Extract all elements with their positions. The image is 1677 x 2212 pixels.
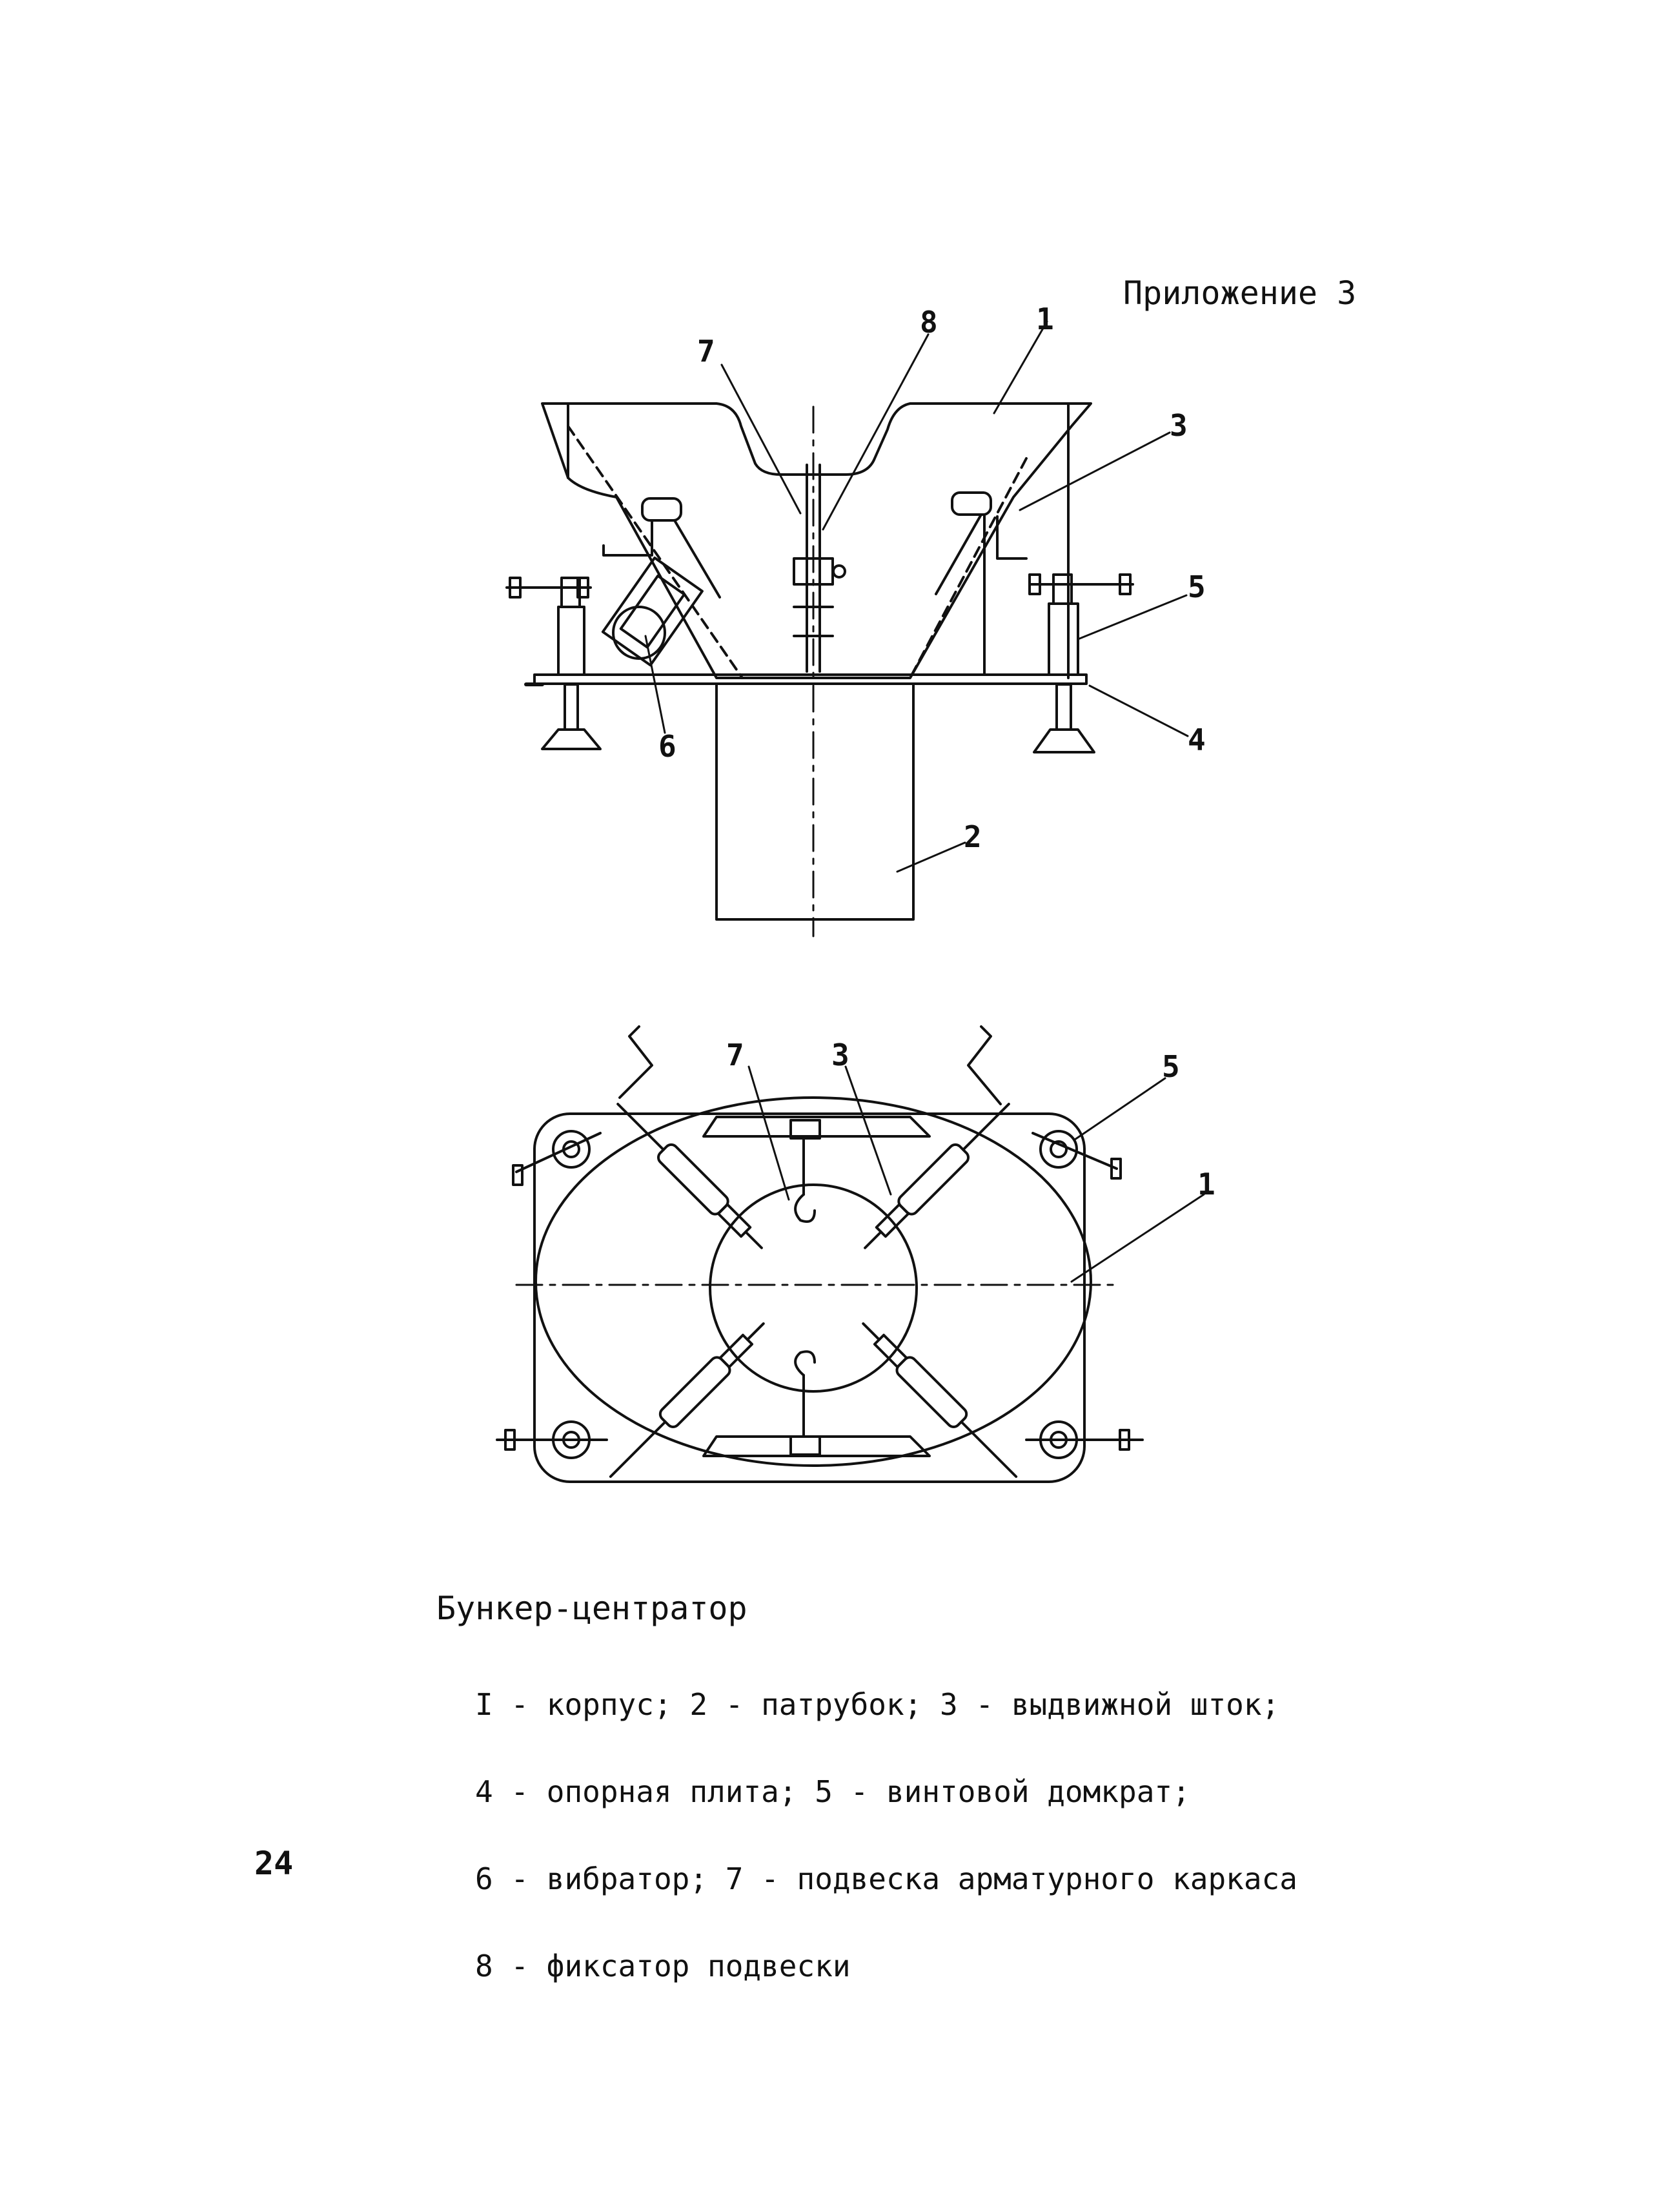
plan-leader-3 [844, 1065, 892, 1196]
rod-top-right [864, 1102, 1010, 1249]
plan-top-flat [702, 1116, 931, 1138]
plan-leader-7 [747, 1065, 790, 1201]
jack-top-left [512, 1130, 602, 1186]
legend-line: I - корпус; 2 - патрубок; 3 - выдвижной … [475, 1687, 1280, 1722]
vibrator-motor [612, 606, 666, 660]
leader-5 [1077, 594, 1188, 640]
leader-8 [822, 333, 930, 531]
crank-top-right [967, 1025, 1002, 1105]
jack-top-right [1032, 1130, 1122, 1180]
side-callout-6: 6 [658, 729, 676, 764]
left-screw-jack [505, 577, 602, 750]
vibrator [601, 556, 704, 667]
hopper-hidden-left [567, 425, 744, 679]
side-callout-2: 2 [964, 819, 982, 854]
hook-top [794, 1193, 816, 1224]
plan-leader-5 [1073, 1077, 1166, 1141]
left-crank [602, 519, 653, 557]
side-callout-1: 1 [1036, 302, 1054, 336]
plan-inner-circle [709, 1183, 918, 1393]
leader-6 [644, 635, 666, 734]
leader-7 [720, 364, 802, 515]
page-number: 24 [254, 1845, 294, 1882]
plan-hopper-outline [534, 1096, 1092, 1467]
jack-bottom-left [496, 1420, 608, 1459]
leader-4 [1088, 684, 1189, 737]
legend-line: 4 - опорная плита; 5 - винтовой домкрат; [475, 1774, 1190, 1809]
side-view: 7 8 1 3 5 4 6 2 [505, 302, 1206, 937]
rod-top-left [616, 1102, 763, 1249]
side-callout-8: 8 [920, 305, 938, 340]
legend-line: 6 - вибратор; 7 - подвеска арматурного к… [475, 1861, 1297, 1896]
right-crank [996, 515, 1028, 560]
right-screw-jack [1028, 573, 1134, 753]
leader-1 [993, 320, 1048, 415]
side-callout-3: 3 [1170, 408, 1188, 443]
rod-bottom-left [609, 1322, 765, 1478]
plan-callout-1: 1 [1197, 1167, 1215, 1202]
plan-callout-3: 3 [831, 1038, 849, 1072]
side-callout-4: 4 [1188, 722, 1206, 757]
clamp-bolt [832, 564, 846, 579]
plan-frame [533, 1112, 1086, 1483]
hook-bottom [794, 1350, 816, 1377]
nozzle [715, 682, 915, 921]
right-rod [935, 513, 982, 595]
legend-line: 8 - фиксатор подвески [475, 1949, 851, 1983]
crank-top-left [618, 1025, 653, 1099]
hook-top-clamp [789, 1119, 821, 1140]
leader-2 [896, 841, 966, 873]
jack-bottom-right [1025, 1420, 1144, 1459]
figure-legend: I - корпус; 2 - патрубок; 3 - выдвижной … [475, 1632, 1297, 2010]
left-rod [673, 519, 721, 599]
hook-bottom-clamp [789, 1435, 821, 1456]
side-callout-5: 5 [1188, 569, 1206, 604]
rod-bottom-right [862, 1322, 1018, 1478]
left-rod-housing [641, 497, 682, 522]
hopper-hidden-right [909, 457, 1028, 679]
leader-3 [1019, 431, 1171, 511]
right-rod-housing [951, 491, 992, 516]
hopper-body [541, 402, 1092, 679]
side-callout-7: 7 [697, 334, 715, 369]
plan-callout-7: 7 [726, 1038, 744, 1072]
figure-title: Бункер-центратор [436, 1590, 747, 1627]
plan-bottom-flat [702, 1435, 931, 1457]
appendix-heading: Приложение 3 [1123, 274, 1357, 312]
plan-callout-5: 5 [1162, 1049, 1180, 1084]
plan-view: 7 3 5 1 [496, 1025, 1215, 1483]
plan-leader-1 [1070, 1193, 1205, 1283]
